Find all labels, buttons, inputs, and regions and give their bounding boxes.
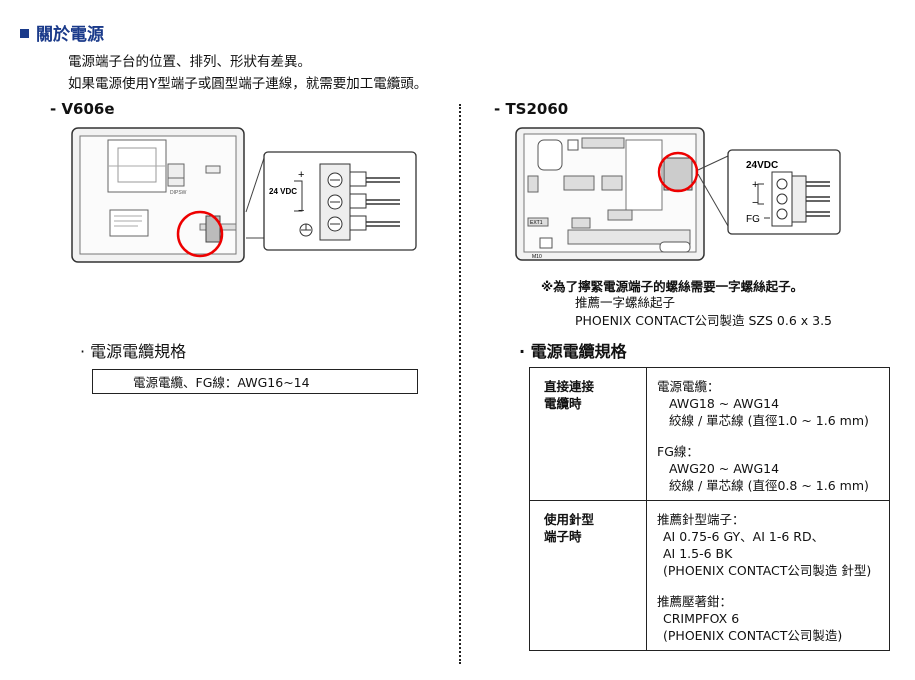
row-header-direct: 直接連接 電纜時	[529, 367, 647, 501]
screwdriver-recommend: 推薦一字螺絲起子	[575, 295, 676, 310]
right-plus-sign: +	[752, 179, 758, 191]
screwdriver-model: PHOENIX CONTACT公司製造 SZS 0.6 x 3.5	[575, 313, 833, 328]
section-title: 關於電源	[20, 20, 104, 45]
row-header-ferrule: 使用針型 端子時	[529, 500, 647, 651]
spec-line: 推薦壓著鉗：	[657, 594, 733, 609]
ts2060-rear-diagram: EXT1 M10 24VDC + − FG	[515, 127, 841, 261]
dipsw-label: DIPSW	[170, 190, 187, 196]
left-spec-text: 電源電纜、FG線：AWG16~14	[133, 375, 310, 390]
left-spec-title: · 電源電纜規格	[80, 342, 187, 361]
intro-line-2: 如果電源使用Y型端子或圓型端子連線，就需要加工電纜頭。	[68, 76, 428, 92]
ext1-label: EXT1	[530, 220, 543, 226]
spec-line: 電源電纜：	[657, 379, 720, 394]
spec-line: FG線：	[657, 444, 699, 459]
spec-line: AWG18 ~ AWG14	[669, 396, 780, 411]
row-content-direct: 電源電纜： AWG18 ~ AWG14 絞線 / 單芯線 (直徑1.0 ~ 1.…	[646, 367, 890, 501]
spec-line: (PHOENIX CONTACT公司製造 針型)	[663, 563, 872, 578]
spec-line: 絞線 / 單芯線 (直徑0.8 ~ 1.6 mm)	[669, 478, 869, 493]
right-minus-sign: −	[752, 197, 758, 209]
square-bullet-icon	[20, 29, 29, 38]
column-divider	[459, 104, 461, 664]
spec-line: 推薦針型端子：	[657, 512, 745, 527]
right-model-label: - TS2060	[494, 100, 569, 118]
spec-line: AWG20 ~ AWG14	[669, 461, 780, 476]
section-title-text: 關於電源	[36, 25, 104, 45]
m10-label: M10	[532, 254, 542, 260]
spec-line: CRIMPFOX 6	[663, 611, 740, 626]
spec-line: 絞線 / 單芯線 (直徑1.0 ~ 1.6 mm)	[669, 413, 869, 428]
left-plus-sign: +	[298, 169, 304, 181]
fg-label: FG	[746, 214, 760, 225]
left-model-label: - V606e	[50, 100, 115, 118]
intro-line-1: 電源端子台的位置、排列、形狀有差異。	[68, 54, 311, 70]
row-header-line: 直接連接	[544, 379, 595, 394]
screwdriver-note: ※為了擰緊電源端子的螺絲需要一字螺絲起子。	[541, 279, 804, 294]
spec-line: AI 1.5-6 BK	[663, 546, 733, 561]
cable-spec-table: 直接連接 電纜時 電源電纜： AWG18 ~ AWG14 絞線 / 單芯線 (直…	[529, 367, 890, 651]
row-header-line: 端子時	[544, 529, 582, 544]
left-24vdc-label: 24 VDC	[269, 187, 297, 196]
right-24vdc-label: 24VDC	[746, 160, 778, 171]
right-spec-title: · 電源電纜規格	[519, 342, 627, 361]
row-header-line: 使用針型	[544, 512, 595, 527]
spec-line: (PHOENIX CONTACT公司製造)	[663, 628, 843, 643]
row-content-ferrule: 推薦針型端子： AI 0.75-6 GY、AI 1-6 RD、 AI 1.5-6…	[646, 500, 890, 651]
row-header-line: 電纜時	[544, 396, 582, 411]
table-row: 使用針型 端子時 推薦針型端子： AI 0.75-6 GY、AI 1-6 RD、…	[529, 500, 890, 651]
table-row: 直接連接 電纜時 電源電纜： AWG18 ~ AWG14 絞線 / 單芯線 (直…	[529, 367, 890, 501]
left-spec-box: 電源電纜、FG線：AWG16~14	[92, 369, 418, 394]
v606e-rear-diagram: DIPSW 24 VDC + −	[71, 127, 417, 263]
spec-line: AI 0.75-6 GY、AI 1-6 RD、	[663, 529, 825, 544]
